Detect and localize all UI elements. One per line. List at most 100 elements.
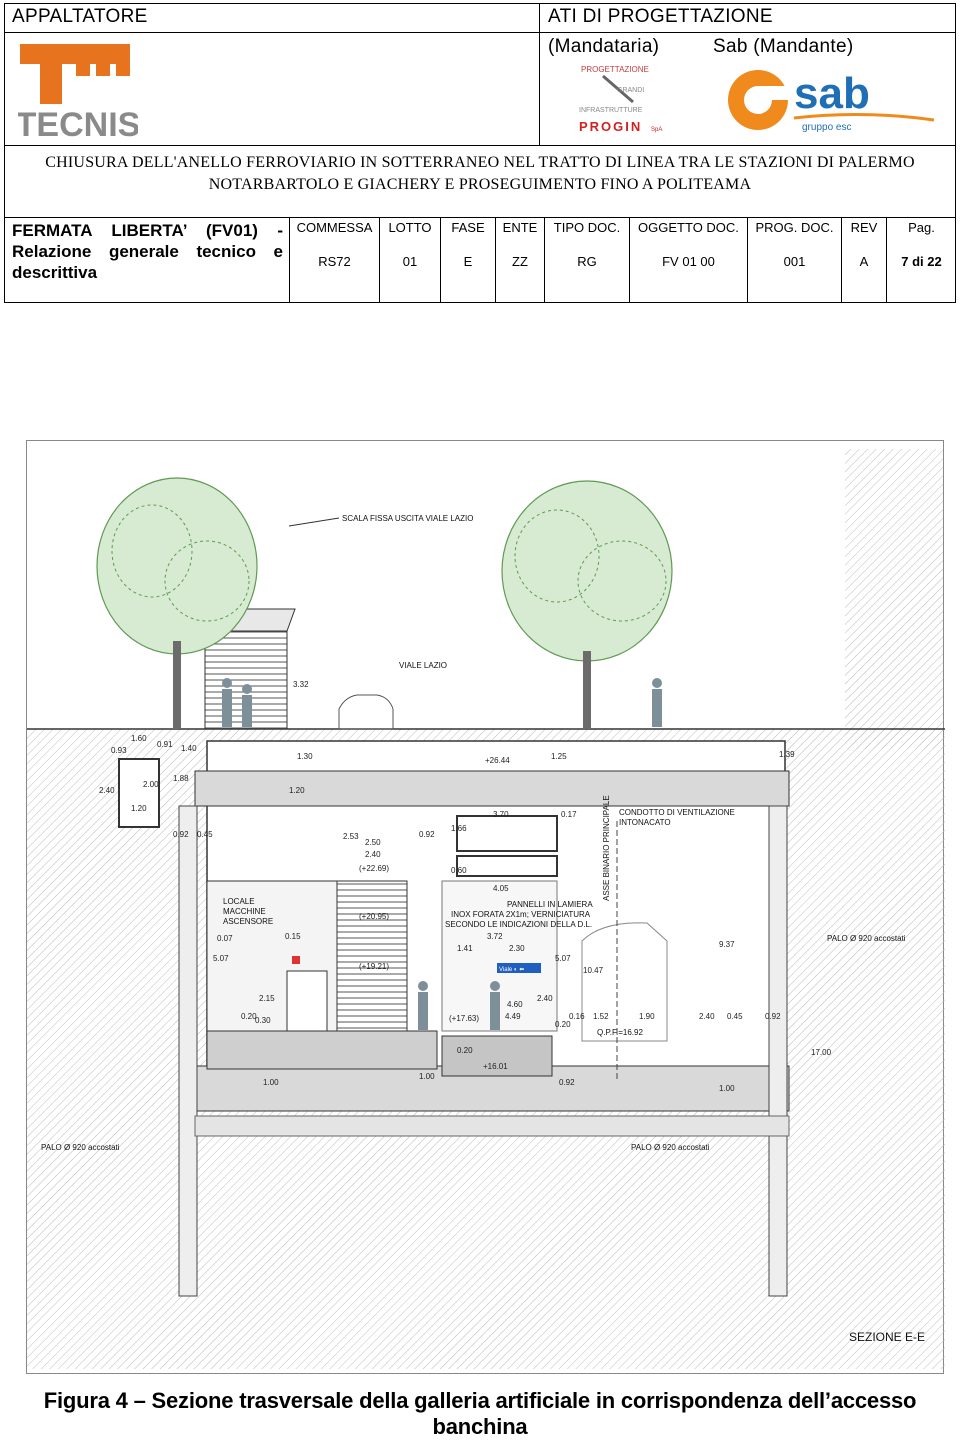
project-title-line1: CHIUSURA DELL'ANELLO FERROVIARIO IN SOTT…: [45, 154, 915, 171]
col-fase-value: E: [463, 254, 473, 269]
dim-23: 0.60: [451, 866, 467, 875]
grid-line: [629, 217, 630, 303]
vent-duct: [456, 815, 558, 852]
dim-20: 1.66: [451, 824, 467, 833]
grid-line: [886, 217, 887, 303]
header-divider: [539, 3, 540, 146]
train-outline: [581, 922, 668, 1042]
grid-line: [495, 217, 496, 303]
label-pannelli-2: INOX FORATA 2X1m; VERNICIATURA: [451, 910, 591, 919]
dim-48: 1.00: [263, 1078, 279, 1087]
progin-line1: PROGETTAZIONE: [581, 65, 649, 74]
dim-47: 17.00: [811, 1048, 832, 1057]
sab-name: sab: [794, 69, 870, 118]
leader-scala: [288, 517, 340, 527]
header-rule: [4, 32, 956, 33]
col-rev-label: REV: [850, 220, 878, 235]
fire-sign: [292, 956, 300, 964]
level-3: (+20.95): [359, 912, 389, 921]
ati-label: ATI DI PROGETTAZIONE: [548, 6, 773, 27]
dim-11: 1.88: [173, 774, 189, 783]
dim-45: 0.45: [727, 1012, 743, 1021]
col-fase-label: FASE: [451, 220, 485, 235]
dim-30: 9.37: [719, 940, 735, 949]
level-4: (+19.21): [359, 962, 389, 971]
grid-line: [440, 217, 441, 303]
label-scala: SCALA FISSA USCITA VIALE LAZIO: [342, 514, 473, 523]
label-asse: ASSE BINARIO PRINCIPALE: [602, 795, 611, 901]
progin-line2: GRANDI: [617, 87, 644, 94]
dim-18: 2.40: [365, 850, 381, 859]
dim-16: 2.53: [343, 832, 359, 841]
figure-caption: Figura 4 – Sezione trasversale della gal…: [43, 1388, 917, 1439]
progin-line4: PROGIN: [579, 119, 642, 134]
project-title-line2: NOTARBARTOLO E GIACHERY E PROSEGUIMENTO …: [208, 176, 752, 193]
header-rule: [4, 217, 956, 218]
dim-36: 0.30: [255, 1016, 271, 1025]
dim-44: 2.40: [699, 1012, 715, 1021]
dim-4: 1.40: [181, 744, 197, 753]
dim-1: 1.60: [131, 734, 147, 743]
exit-stair: [204, 630, 288, 730]
tree-right: [501, 480, 673, 729]
dim-12: 1.20: [131, 804, 147, 813]
dim-15: 3.32: [293, 680, 309, 689]
dim-17: 2.50: [365, 838, 381, 847]
label-sezione: SEZIONE E-E: [849, 1330, 925, 1344]
dim-42: 1.52: [593, 1012, 609, 1021]
page-label: Pag.: [908, 220, 935, 235]
dim-43: 1.90: [639, 1012, 655, 1021]
dim-9: 2.40: [99, 786, 115, 795]
label-pannelli-1: PANNELLI IN LAMIERA: [507, 900, 593, 909]
mandataria-label: (Mandataria): [548, 36, 660, 57]
dim-33: 0.15: [285, 932, 301, 941]
vent-shaft: [118, 758, 160, 828]
dim-8: 1.20: [289, 786, 305, 795]
dim-31: 5.07: [213, 954, 229, 963]
grid-line: [289, 217, 290, 303]
col-oggetto-label: OGGETTO DOC.: [638, 220, 739, 235]
dim-32: 0.07: [217, 934, 233, 943]
dim-41: 0.16: [569, 1012, 585, 1021]
col-commessa-value: RS72: [318, 254, 351, 269]
level-2: (+22.69): [359, 864, 389, 873]
platform: [206, 1030, 438, 1070]
grid-line: [379, 217, 380, 303]
level-1: +26.44: [485, 756, 510, 765]
progin-suffix: SpA: [651, 127, 662, 133]
dim-28: 5.07: [555, 954, 571, 963]
stair-block: [336, 880, 408, 1032]
right-soil-hatch: [845, 449, 943, 749]
label-intonacato: INTONACATO: [619, 818, 671, 827]
wayfinding-sign-text: Viale ◐ ⬅: [499, 967, 524, 973]
sab-sub: gruppo esc: [802, 122, 851, 133]
dim-14: 0.45: [197, 830, 213, 839]
label-condotto: CONDOTTO DI VENTILAZIONE: [619, 808, 735, 817]
base-slab: [194, 1115, 790, 1137]
dim-52: 1.00: [719, 1084, 735, 1093]
dim-26: 1.41: [457, 944, 473, 953]
people: [222, 678, 662, 1030]
col-oggetto-value: FV 01 00: [662, 254, 715, 269]
dim-21: 3.70: [493, 810, 509, 819]
col-ente-label: ENTE: [502, 220, 538, 235]
dim-39: 2.40: [537, 994, 553, 1003]
dim-25: 3.72: [487, 932, 503, 941]
track-pit: [441, 1035, 553, 1077]
col-prog-value: 001: [783, 254, 806, 269]
dim-7: 1.39: [779, 750, 795, 759]
label-locale-2: MACCHINE: [223, 907, 266, 916]
label-locale-3: ASCENSORE: [223, 917, 273, 926]
dim-37: 4.60: [507, 1000, 523, 1009]
dim-34: 2.15: [259, 994, 275, 1003]
dim-5: 1.30: [297, 752, 313, 761]
grid-line: [544, 217, 545, 303]
appaltatore-label: APPALTATORE: [12, 6, 148, 27]
tecnis-logo: TECNIS: [16, 40, 140, 144]
dim-13: 0.92: [173, 830, 189, 839]
col-ente-value: ZZ: [512, 254, 528, 269]
dim-51: 0.92: [559, 1078, 575, 1087]
label-pannelli-3: SECONDO LE INDICAZIONI DELLA D.L.: [445, 920, 592, 929]
dim-29: 10.47: [583, 966, 604, 975]
col-commessa-label: COMMESSA: [296, 220, 373, 235]
